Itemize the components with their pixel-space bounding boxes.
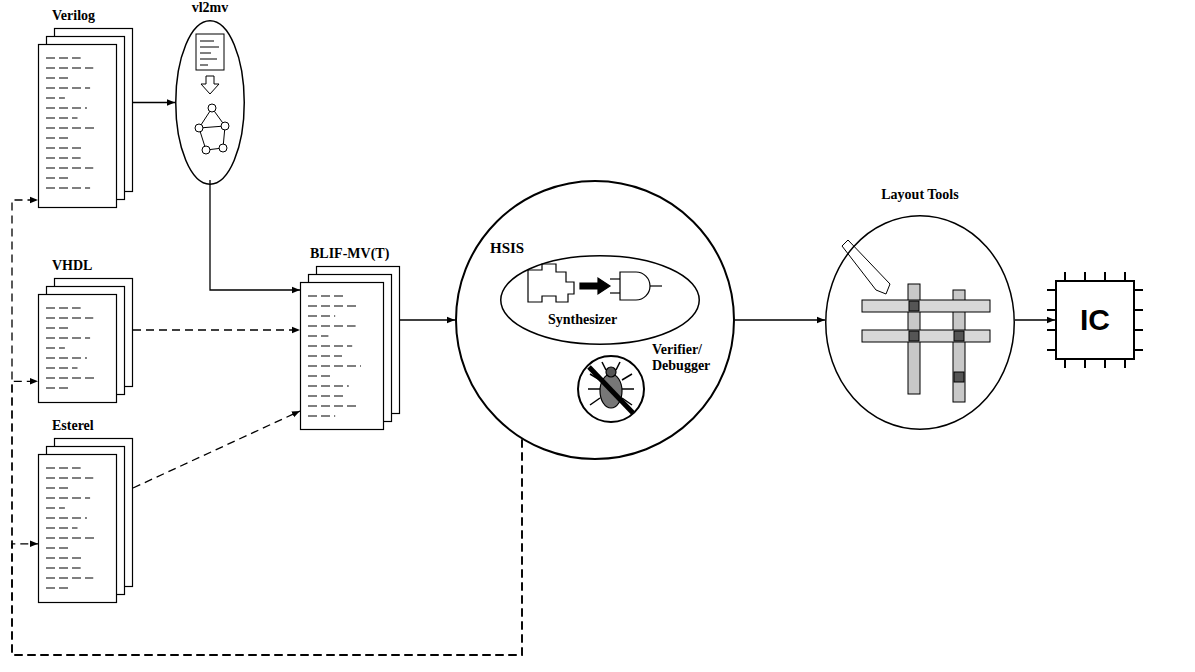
document-stack-outline bbox=[38, 418, 133, 603]
flow-arrow bbox=[133, 102, 175, 103]
node-label: vl2mv bbox=[175, 0, 245, 16]
node-label: Layout Tools bbox=[825, 187, 1015, 203]
synthesizer-ellipse: Synthesizer bbox=[500, 255, 700, 345]
page bbox=[39, 455, 117, 603]
transform-arrow bbox=[580, 278, 610, 294]
node-label: Verilog bbox=[52, 8, 95, 24]
flow-arrow bbox=[133, 411, 300, 488]
vertical-wire bbox=[908, 284, 920, 394]
verifier-circle: Verifier/ Debugger bbox=[577, 355, 645, 423]
page bbox=[39, 295, 117, 403]
down-arrow bbox=[201, 76, 219, 94]
graph-icon bbox=[195, 104, 229, 154]
synthesis-icon bbox=[528, 264, 662, 302]
via bbox=[954, 372, 964, 382]
document-stack-outline bbox=[300, 246, 400, 430]
flow-arrow bbox=[12, 200, 522, 655]
via bbox=[909, 301, 919, 311]
tool-ellipse: vl2mv bbox=[175, 0, 245, 185]
page bbox=[301, 283, 384, 430]
and-gate bbox=[620, 272, 650, 300]
document-stack-outline bbox=[38, 8, 133, 208]
bug-icon bbox=[588, 362, 634, 413]
ic-chip: IC bbox=[1055, 280, 1135, 360]
system-circle: SynthesizerVerifier/ Debugger HSIS bbox=[455, 180, 735, 460]
node-label: IC bbox=[1055, 302, 1135, 338]
document-stack: VHDL bbox=[38, 258, 133, 403]
layout-ellipse: Layout Tools bbox=[825, 185, 1015, 430]
flow-arrow bbox=[12, 381, 522, 655]
page bbox=[39, 45, 117, 208]
node-label: BLIF-MV(T) bbox=[310, 246, 389, 262]
horizontal-wire bbox=[862, 300, 990, 312]
layout-icon bbox=[842, 240, 990, 402]
pen bbox=[842, 240, 890, 294]
tool-ellipse-outline bbox=[175, 0, 245, 185]
synthesizer-ellipse-outline bbox=[500, 255, 700, 345]
via bbox=[954, 331, 964, 341]
flow-arrow bbox=[1015, 319, 1055, 320]
node-label: Synthesizer bbox=[548, 312, 617, 328]
flow-arrow bbox=[210, 180, 300, 290]
flow-arrow bbox=[400, 319, 455, 320]
layout-ellipse-outline bbox=[825, 185, 1015, 430]
verifier-circle-outline bbox=[577, 355, 645, 423]
document-icon bbox=[196, 34, 224, 70]
document-stack-outline bbox=[38, 258, 133, 403]
via bbox=[909, 331, 919, 341]
logic-blob bbox=[528, 264, 574, 302]
node-label: HSIS bbox=[490, 240, 524, 256]
flow-arrow bbox=[735, 319, 825, 320]
document-stack: BLIF-MV(T) bbox=[300, 246, 400, 430]
node-label: Esterel bbox=[52, 418, 94, 434]
flow-arrow bbox=[12, 440, 522, 656]
document-stack: Esterel bbox=[38, 418, 133, 603]
flow-arrow bbox=[133, 329, 300, 330]
node-label: Verifier/ Debugger bbox=[652, 342, 724, 374]
document-stack: Verilog bbox=[38, 8, 133, 208]
ic-pins bbox=[1047, 272, 1143, 368]
node-label: VHDL bbox=[52, 258, 92, 274]
horizontal-wire bbox=[862, 330, 990, 342]
vl2mv-icon bbox=[195, 34, 229, 154]
prohibition-slash bbox=[589, 367, 633, 413]
